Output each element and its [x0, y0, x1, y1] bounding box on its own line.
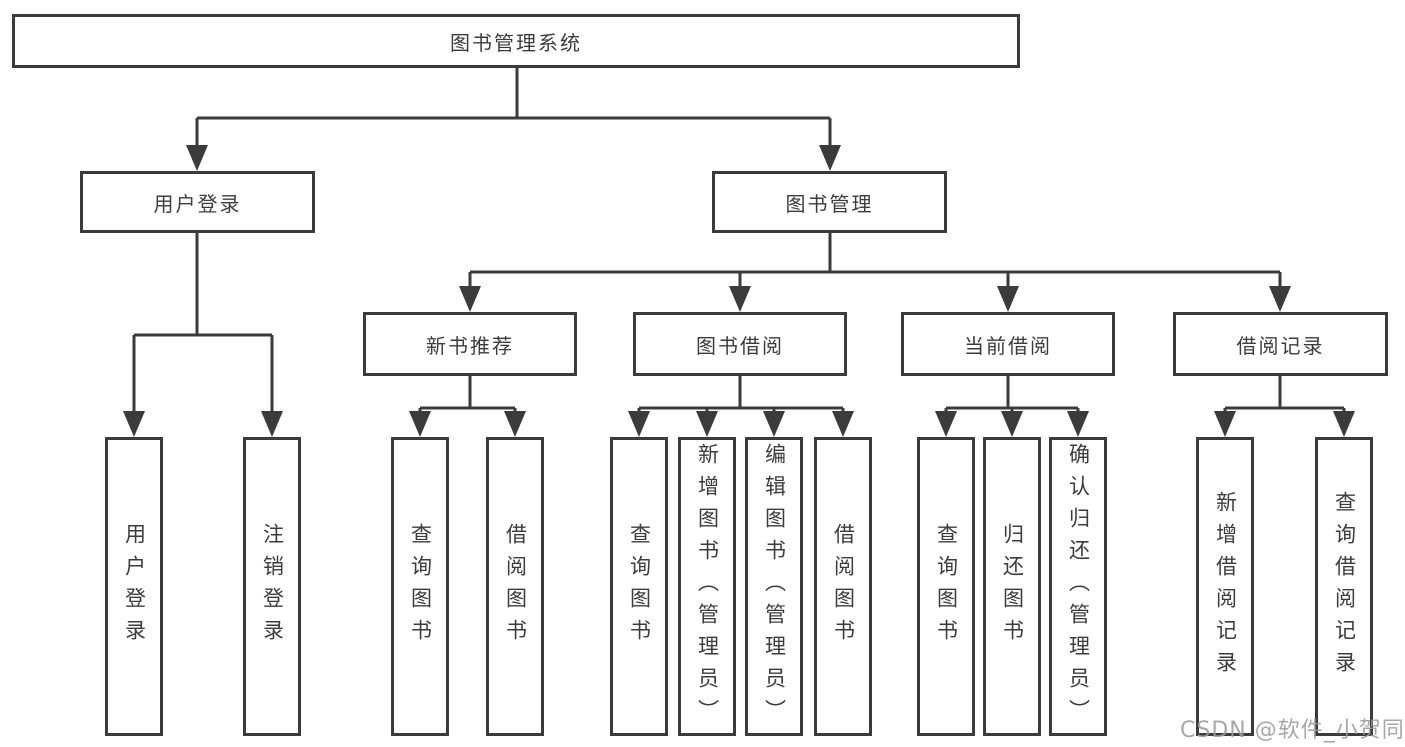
leaf-label: 借阅图书: [503, 522, 528, 651]
connector-path: [132, 68, 1346, 413]
node-borrowing-records: 借阅记录: [1173, 312, 1388, 376]
node-label: 借阅记录: [1236, 333, 1325, 358]
leaf-borrow-books-recommend: 借阅图书: [486, 437, 544, 736]
node-current-borrowing: 当前借阅: [901, 312, 1115, 376]
leaf-label: 编辑图书（管理员）: [762, 442, 787, 731]
leaf-label: 查询图书: [934, 522, 959, 651]
leaf-edit-books-admin: 编辑图书（管理员）: [745, 437, 803, 736]
watermark: CSDN @软件_小贺同学: [1180, 718, 1405, 743]
leaf-add-borrow-record: 新增借阅记录: [1196, 437, 1254, 736]
leaf-label: 确认归还（管理员）: [1066, 442, 1091, 731]
leaf-label: 归还图书: [1000, 522, 1025, 651]
node-library-management-system: 图书管理系统: [12, 14, 1020, 68]
leaf-label: 查询图书: [408, 522, 433, 651]
leaf-label: 用户登录: [122, 522, 147, 651]
node-label: 图书借阅: [696, 333, 784, 358]
node-user-login: 用户登录: [80, 171, 315, 233]
leaf-label: 借阅图书: [831, 522, 856, 651]
leaf-user-login: 用户登录: [105, 437, 163, 736]
leaf-logout: 注销登录: [243, 437, 301, 736]
leaf-label: 查询借阅记录: [1332, 490, 1357, 683]
node-label: 图书管理系统: [450, 30, 582, 55]
leaf-query-borrow-record: 查询借阅记录: [1315, 437, 1373, 736]
leaf-query-books-recommend: 查询图书: [391, 437, 449, 736]
leaf-borrow-books: 借阅图书: [814, 437, 872, 736]
arrow-down-icons: [123, 145, 1355, 437]
leaf-add-books-admin: 新增图书（管理员）: [678, 437, 736, 736]
node-label: 新书推荐: [426, 333, 514, 358]
node-label: 当前借阅: [964, 333, 1052, 358]
leaf-query-books-current: 查询图书: [917, 437, 975, 736]
node-book-borrowing: 图书借阅: [633, 312, 847, 376]
leaf-label: 注销登录: [260, 522, 285, 651]
leaf-label: 新增图书（管理员）: [695, 442, 720, 731]
node-label: 图书管理: [785, 191, 874, 216]
node-new-book-recommendation: 新书推荐: [363, 312, 577, 376]
leaf-return-books: 归还图书: [983, 437, 1041, 736]
node-book-management: 图书管理: [712, 171, 947, 233]
leaf-label: 查询图书: [627, 522, 652, 651]
leaf-query-books-borrow: 查询图书: [610, 437, 668, 736]
leaf-confirm-return-admin: 确认归还（管理员）: [1049, 437, 1107, 736]
node-label: 用户登录: [153, 191, 242, 216]
leaf-label: 新增借阅记录: [1213, 490, 1238, 683]
